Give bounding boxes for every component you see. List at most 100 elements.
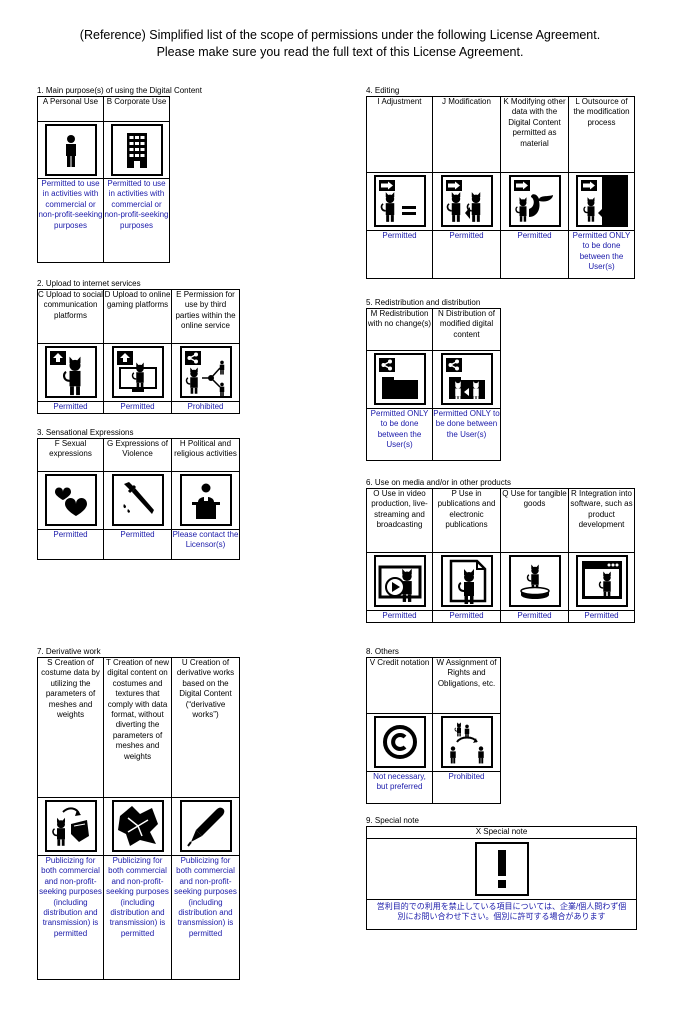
- item-status-a: Permitted to use in activities with comm…: [37, 178, 104, 263]
- person-icon: [44, 124, 97, 176]
- section-title: 3. Sensational Expressions: [37, 428, 134, 437]
- section-sensational: 3. Sensational Expressions F Sexual expr…: [37, 428, 240, 560]
- modification-icon: [440, 175, 493, 227]
- section-editing: 4. Editing I Adjustment J Modification K…: [366, 86, 635, 279]
- modify-other-icon: [508, 175, 561, 227]
- item-label-e: E Permission for use by third parties wi…: [171, 289, 240, 344]
- section-main-purpose: 1. Main purpose(s) of using the Digital …: [37, 86, 202, 263]
- figure-icon: [508, 555, 561, 607]
- assignment-icon: [440, 716, 493, 768]
- item-status-m: Permitted ONLY to be done between the Us…: [366, 408, 433, 461]
- permission-table: V Credit notation W Assignment of Rights…: [366, 657, 501, 804]
- item-label-q: Q Use for tangible goods: [500, 488, 569, 553]
- item-label-j: J Modification: [432, 96, 501, 173]
- item-status-b: Permitted to use in activities with comm…: [103, 178, 170, 263]
- item-status-q: Permitted: [500, 610, 569, 623]
- podium-icon: [179, 474, 232, 526]
- item-status-l: Permitted ONLY to be done between the Us…: [568, 230, 635, 279]
- hearts-icon: [44, 474, 97, 526]
- permission-table: O Use in video production, live-streamin…: [366, 488, 635, 623]
- pen-icon: [179, 800, 232, 852]
- item-label-d: D Upload to online gaming platforms: [103, 289, 172, 344]
- item-label-t: T Creation of new digital content on cos…: [103, 657, 172, 798]
- redistribute-icon: [373, 353, 426, 405]
- item-label-a: A Personal Use: [37, 96, 104, 122]
- section-title: 4. Editing: [366, 86, 400, 95]
- item-status-i: Permitted: [366, 230, 433, 279]
- section-title: 6. Use on media and/or in other products: [366, 478, 511, 487]
- permission-table: M Redistribution with no change(s) N Dis…: [366, 308, 501, 461]
- item-label-r: R Integration into software, such as pro…: [568, 488, 635, 553]
- item-label-h: H Political and religious activities: [171, 438, 240, 472]
- item-label-l: L Outsource of the modification process: [568, 96, 635, 173]
- exclamation-icon: [474, 842, 529, 896]
- video-icon: [373, 555, 426, 607]
- section-title: 2. Upload to internet services: [37, 279, 141, 288]
- share-third-party-icon: [179, 346, 232, 398]
- item-status-k: Permitted: [500, 230, 569, 279]
- copyright-icon: [373, 716, 426, 768]
- section-title: 8. Others: [366, 647, 399, 656]
- permission-table: S Creation of costume data by utilizing …: [37, 657, 240, 980]
- item-status-d: Permitted: [103, 401, 172, 414]
- section-redistribution: 5. Redistribution and distribution M Red…: [366, 298, 501, 461]
- section-title: 9. Special note: [366, 816, 419, 825]
- item-status-t: Publicizing for both commercial and non-…: [103, 855, 172, 980]
- item-label-m: M Redistribution with no change(s): [366, 308, 433, 351]
- item-status-n: Permitted ONLY to be done between the Us…: [432, 408, 501, 461]
- section-others: 8. Others V Credit notation W Assignment…: [366, 647, 501, 804]
- item-status-g: Permitted: [103, 529, 172, 560]
- permission-table: X Special note 営利目的での利用を禁止している項目については、企業…: [366, 826, 637, 930]
- section-derivative: 7. Derivative work S Creation of costume…: [37, 647, 240, 980]
- item-label-g: G Expressions of Violence: [103, 438, 172, 472]
- upload-social-icon: [44, 346, 97, 398]
- permission-table: C Upload to social communication platfor…: [37, 289, 240, 414]
- upload-gaming-icon: [111, 346, 164, 398]
- section-title: 1. Main purpose(s) of using the Digital …: [37, 86, 202, 95]
- item-status-h: Please contact the Licensor(s): [171, 529, 240, 560]
- item-status-o: Permitted: [366, 610, 433, 623]
- item-label-o: O Use in video production, live-streamin…: [366, 488, 433, 553]
- item-label-k: K Modifying other data with the Digital …: [500, 96, 569, 173]
- item-label-c: C Upload to social communication platfor…: [37, 289, 104, 344]
- publication-icon: [440, 555, 493, 607]
- section-title: 5. Redistribution and distribution: [366, 298, 481, 307]
- item-label-p: P Use in publications and electronic pub…: [432, 488, 501, 553]
- permission-table: I Adjustment J Modification K Modifying …: [366, 96, 635, 279]
- costume-icon: [44, 800, 97, 852]
- building-icon: [110, 124, 163, 176]
- item-status-c: Permitted: [37, 401, 104, 414]
- item-status-w: Prohibited: [432, 771, 501, 804]
- item-label-x: X Special note: [366, 826, 637, 839]
- header-line-1: (Reference) Simplified list of the scope…: [79, 28, 601, 42]
- outsource-icon: [575, 175, 628, 227]
- item-label-w: W Assignment of Rights and Obligations, …: [432, 657, 501, 714]
- section-media: 6. Use on media and/or in other products…: [366, 478, 635, 623]
- item-status-j: Permitted: [432, 230, 501, 279]
- permission-table: A Personal Use B Corporate Use Permitted…: [37, 96, 170, 263]
- item-label-i: I Adjustment: [366, 96, 433, 173]
- special-note-text: 営利目的での利用を禁止している項目については、企業/個人問わず個別にお問い合わせ…: [376, 902, 627, 922]
- item-status-p: Permitted: [432, 610, 501, 623]
- item-status-f: Permitted: [37, 529, 104, 560]
- section-upload: 2. Upload to internet services C Upload …: [37, 279, 240, 414]
- item-status-e: Prohibited: [171, 401, 240, 414]
- permission-table: F Sexual expressions G Expressions of Vi…: [37, 438, 240, 560]
- item-status-u: Publicizing for both commercial and non-…: [171, 855, 240, 980]
- adjustment-icon: [373, 175, 426, 227]
- item-label-b: B Corporate Use: [103, 96, 170, 122]
- section-special-note: 9. Special note X Special note 営利目的での利用を…: [366, 816, 637, 930]
- item-label-v: V Credit notation: [366, 657, 433, 714]
- section-title: 7. Derivative work: [37, 647, 101, 656]
- header-line-2: Please make sure you read the full text …: [156, 45, 524, 59]
- item-status-s: Publicizing for both commercial and non-…: [37, 855, 104, 980]
- item-status-r: Permitted: [568, 610, 635, 623]
- item-label-n: N Distribution of modified digital conte…: [432, 308, 501, 351]
- item-label-s: S Creation of costume data by utilizing …: [37, 657, 104, 798]
- item-label-u: U Creation of derivative works based on …: [171, 657, 240, 798]
- texture-icon: [111, 800, 164, 852]
- distribute-modified-icon: [440, 353, 493, 405]
- knife-icon: [111, 474, 164, 526]
- item-label-f: F Sexual expressions: [37, 438, 104, 472]
- software-icon: [575, 555, 628, 607]
